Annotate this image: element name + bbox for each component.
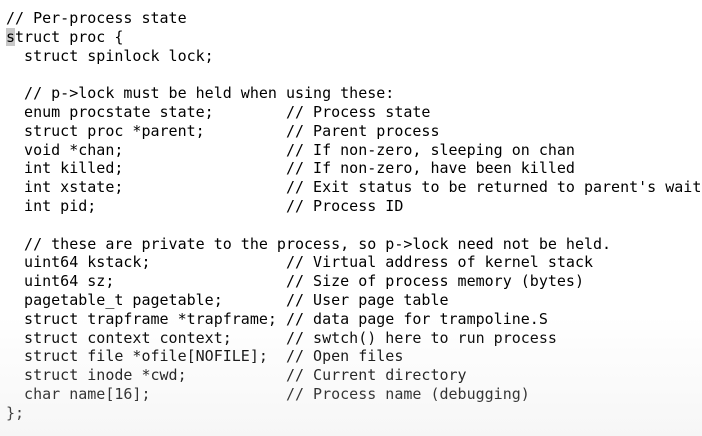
code-line-text: int xstate; // Exit status to be returne… [6,178,702,197]
code-line-text: struct context context; // swtch() here … [6,328,557,347]
code-line-4 [6,65,701,84]
code-line-text: int killed; // If non-zero, have been ki… [6,159,575,178]
code-line-13: // these are private to the process, so … [6,235,701,254]
code-line-text: uint64 kstack; // Virtual address of ker… [6,253,593,272]
code-line-1: // Per-process state [6,9,701,28]
code-line-text: struct proc *parent; // Parent process [6,121,440,140]
code-line-6: enum procstate state; // Process state [6,103,701,122]
text-cursor: s [6,27,16,46]
code-line-16: pagetable_t pagetable; // User page tabl… [6,291,701,310]
code-line-text: struct spinlock lock; [6,46,214,65]
code-line-17: struct trapframe *trapframe; // data pag… [6,310,701,329]
code-line-8: void *chan; // If non-zero, sleeping on … [6,141,701,160]
code-line-text: truct proc { [15,27,124,46]
code-line-19: struct file *ofile[NOFILE]; // Open file… [6,347,701,366]
code-line-text: uint64 sz; // Size of process memory (by… [6,272,584,291]
code-line-15: uint64 sz; // Size of process memory (by… [6,272,701,291]
code-line-text: pagetable_t pagetable; // User page tabl… [6,290,449,309]
code-line-20: struct inode *cwd; // Current directory [6,366,701,385]
code-line-text: int pid; // Process ID [6,196,404,215]
code-line-21: char name[16]; // Process name (debuggin… [6,385,701,404]
code-line-11: int pid; // Process ID [6,197,701,216]
code-line-2: struct proc { [6,27,701,47]
code-line-text: struct trapframe *trapframe; // data pag… [6,309,548,328]
code-line-14: uint64 kstack; // Virtual address of ker… [6,253,701,272]
code-line-5: // p->lock must be held when using these… [6,84,701,103]
code-line-10: int xstate; // Exit status to be returne… [6,178,701,197]
code-line-12 [6,216,701,235]
code-line-text: char name[16]; // Process name (debuggin… [6,384,530,403]
code-line-3: struct spinlock lock; [6,47,701,66]
code-line-text: }; [6,403,25,422]
code-line-9: int killed; // If non-zero, have been ki… [6,159,701,178]
code-line-text: // Per-process state [6,9,187,27]
code-line-text: struct inode *cwd; // Current directory [6,366,467,385]
code-line-text: enum procstate state; // Process state [6,102,431,121]
code-line-7: struct proc *parent; // Parent process [6,122,701,141]
code-line-18: struct context context; // swtch() here … [6,329,701,348]
code-line-text: // these are private to the process, so … [6,234,612,253]
code-line-22: }; [6,404,701,423]
code-line-text: // p->lock must be held when using these… [6,84,395,103]
code-line-text: struct file *ofile[NOFILE]; // Open file… [6,347,404,366]
code-line-text: void *chan; // If non-zero, sleeping on … [6,140,575,159]
